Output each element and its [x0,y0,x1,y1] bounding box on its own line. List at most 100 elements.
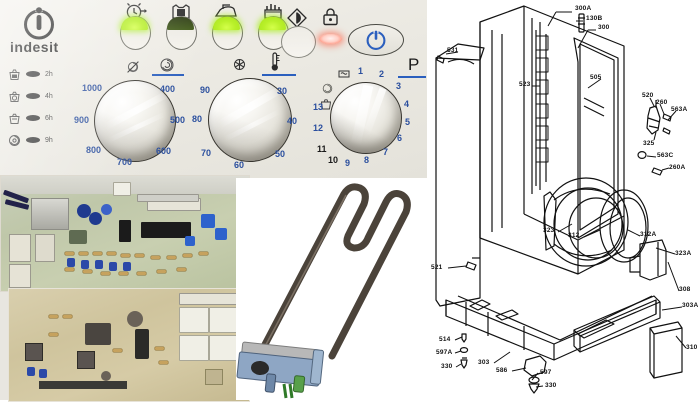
connector [35,234,55,262]
temp-tick: 80 [192,114,203,124]
hand-wash-icon [338,70,350,78]
button-led [167,17,194,30]
heating-element [236,178,432,400]
part-label: 303 [478,359,490,366]
delay-timer-legend: 2h 4h 6h 9h [8,63,88,151]
spin-tick: 500 [170,115,186,125]
program-tick: 7 [383,147,389,157]
basket-icon [320,99,332,110]
snowflake-icon [234,59,245,70]
heating-element-drawing [236,183,411,399]
spiral-9h-icon [8,134,21,147]
control-panel: indesit 2h 4h [0,0,430,180]
program-tick: 11 [317,144,327,154]
component [25,343,43,361]
start-pause-icon [287,8,307,28]
basket-6h-icon [8,112,21,125]
program-tick: 1 [358,66,364,76]
spin-underline [152,74,184,76]
program-tick: 12 [313,123,324,133]
button-led [259,17,286,30]
power-button-bezel [348,24,404,56]
spin-tick: 1000 [82,83,103,93]
spin-tick: 600 [156,146,172,156]
program-tick: 13 [313,102,324,112]
part-label: 300 [598,24,610,31]
delay-dash [26,71,40,77]
child-lock-indicator [317,8,347,56]
part-label: 323A [675,250,692,257]
delay-dash [26,93,40,99]
child-lock-led [319,34,342,44]
program-tick: 8 [364,155,370,165]
button-led [213,17,240,30]
part-label: 505 [590,74,602,81]
capacitor [101,371,111,381]
exploded-parts-diagram: 300A 130B 300 531 523 505 520 260 563A 3… [428,0,700,400]
control-board-tan [8,288,250,402]
temp-tick: 90 [200,85,211,95]
delay-item: 2h [8,63,88,85]
capacitor [201,214,215,228]
part-label: 520 [642,92,654,99]
program-selector-knob[interactable] [330,82,402,154]
connector [137,194,199,202]
spin-spiral-icon [160,58,174,72]
iron-icon [214,4,237,17]
capacitor [101,204,112,215]
spin-tick: 800 [86,145,102,155]
part-label: 312 [568,232,580,239]
part-label: 260 [656,99,668,106]
part-label: 586 [496,367,508,374]
part-label: 563C [657,152,674,159]
delay-item: 9h [8,129,88,151]
part-label: 514 [439,336,451,343]
program-tick: 6 [397,133,403,143]
start-pause-button[interactable] [278,8,320,58]
part-label: 597 [540,369,552,376]
main-control-board-green [0,175,250,292]
connector [179,293,239,305]
electrolytic-capacitor [135,329,149,359]
component [85,323,111,345]
component [69,230,87,244]
electrolytic-capacitor [127,311,143,327]
spin-speed-knob[interactable] [94,80,176,162]
part-label: 325 [643,140,655,147]
extra-rinse-button[interactable] [210,2,243,50]
delay-label: 6h [45,114,53,122]
brand-name: indesit [10,39,59,55]
temperature-knob[interactable] [208,78,292,162]
relay [209,335,239,361]
knob-face [208,78,292,162]
capacitor [77,204,91,218]
program-underline [398,76,426,78]
part-label: 597A [436,349,453,356]
component [77,351,95,369]
no-spin-icon [127,61,139,73]
program-tick: 2 [379,69,385,79]
delay-label: 9h [45,136,53,144]
program-tick: 9 [345,158,351,168]
spin-tick: 900 [74,115,90,125]
delay-label: 2h [45,70,53,78]
temp-tick: 40 [287,116,298,126]
spin-tick: 400 [160,84,176,94]
spin-tick: 700 [117,157,133,167]
relay [179,335,209,361]
delay-label: 4h [45,92,53,100]
part-label: 323 [543,227,555,234]
power-button[interactable] [348,24,404,56]
integrated-circuit [119,220,131,242]
connector [39,381,127,389]
easy-iron-button[interactable] [164,2,197,50]
button-cap [281,26,316,58]
delay-timer-button[interactable] [118,2,151,50]
capacitor [185,236,195,246]
part-label: 521 [431,264,443,271]
spiral-icon [322,83,333,94]
delay-dash [26,137,40,143]
temp-tick: 70 [201,148,212,158]
program-tick: 10 [328,155,339,165]
